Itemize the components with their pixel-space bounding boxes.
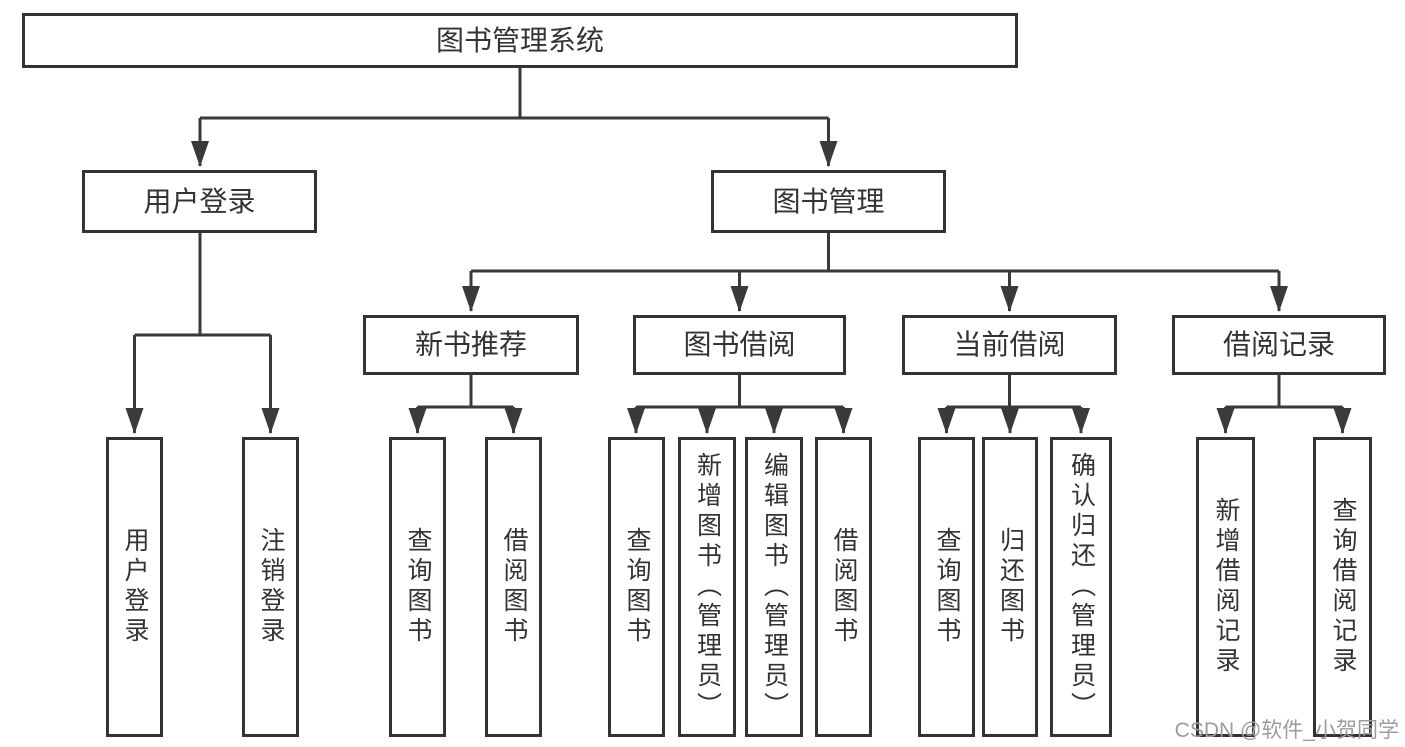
leaf-edit-book-admin: 编辑图书（管理员）: [745, 437, 803, 737]
node-label: 归还图书: [996, 527, 1025, 647]
leaf-query-books-borrow: 查询图书: [608, 437, 665, 737]
node-current-borrow: 当前借阅: [902, 315, 1117, 375]
leaf-query-borrow-record: 查询借阅记录: [1313, 437, 1372, 737]
node-label: 图书管理: [772, 185, 885, 217]
node-label: 图书借阅: [683, 329, 796, 360]
watermark: CSDN @软件_小贺同学: [1174, 719, 1399, 742]
node-label: 新书推荐: [414, 329, 527, 360]
leaf-return-book: 归还图书: [982, 437, 1038, 737]
node-borrow-records: 借阅记录: [1172, 315, 1386, 375]
node-label: 确认归还（管理员）: [1067, 452, 1096, 722]
leaf-logout: 注销登录: [242, 437, 299, 737]
node-label: 编辑图书（管理员）: [760, 452, 789, 722]
leaf-query-books-current: 查询图书: [918, 437, 975, 737]
leaf-confirm-return-admin: 确认归还（管理员）: [1050, 437, 1112, 737]
node-book-borrow: 图书借阅: [633, 315, 846, 375]
node-label: 图书管理系统: [435, 24, 604, 56]
node-label: 查询图书: [933, 527, 961, 647]
node-book-management: 图书管理: [711, 170, 946, 233]
node-root: 图书管理系统: [22, 13, 1018, 68]
node-new-book-recommend: 新书推荐: [363, 315, 579, 375]
leaf-add-borrow-record: 新增借阅记录: [1196, 437, 1255, 737]
node-label: 注销登录: [257, 527, 285, 647]
node-label: 借阅图书: [830, 527, 858, 647]
leaf-user-login: 用户登录: [106, 437, 163, 737]
node-label: 用户登录: [143, 185, 256, 217]
node-label: 借阅图书: [500, 527, 528, 647]
node-label: 用户登录: [121, 527, 149, 647]
leaf-borrow-books: 借阅图书: [815, 437, 872, 737]
leaf-query-books-recommend: 查询图书: [389, 437, 446, 737]
node-label: 查询借阅记录: [1329, 497, 1357, 677]
node-label: 查询图书: [623, 527, 651, 647]
node-label: 新增借阅记录: [1212, 497, 1240, 677]
node-label: 查询图书: [404, 527, 432, 647]
leaf-borrow-books-recommend: 借阅图书: [485, 437, 542, 737]
leaf-add-book-admin: 新增图书（管理员）: [678, 437, 736, 737]
node-label: 当前借阅: [953, 329, 1066, 360]
node-label: 新增图书（管理员）: [693, 452, 722, 722]
node-label: 借阅记录: [1222, 329, 1335, 360]
node-user-login: 用户登录: [82, 170, 317, 233]
